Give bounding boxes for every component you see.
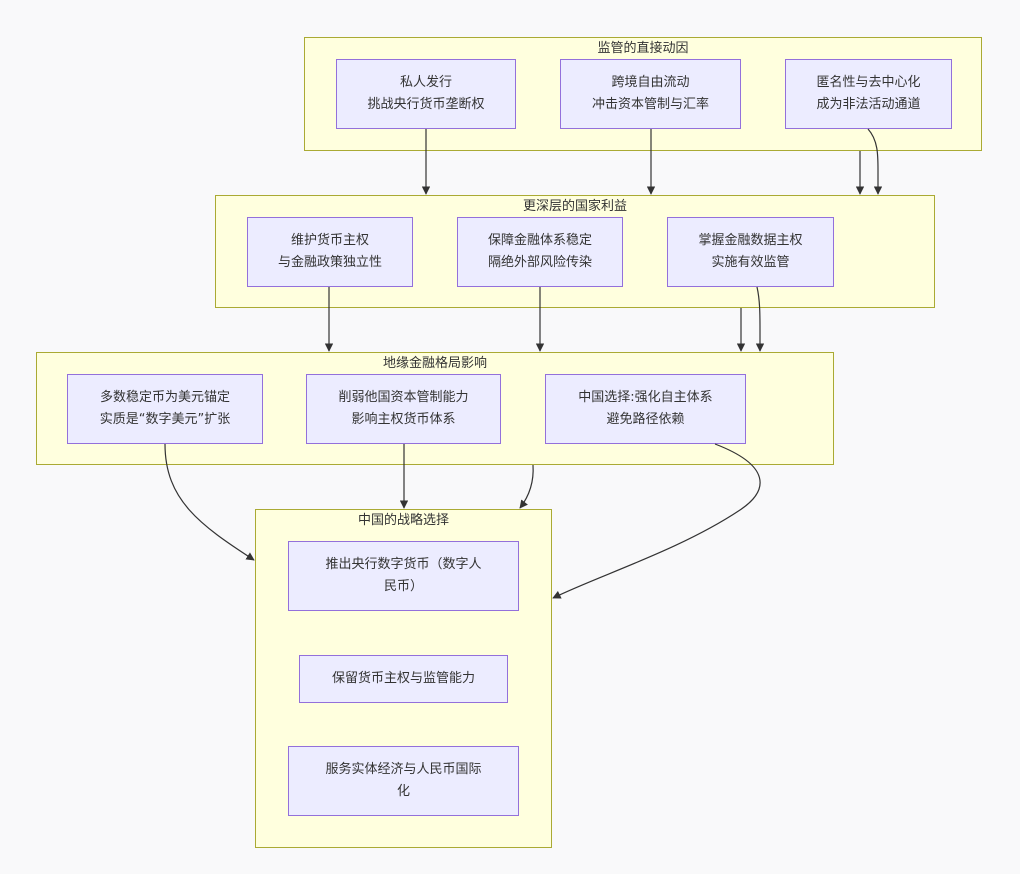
node-label: 跨境自由流动 冲击资本管制与汇率 xyxy=(591,75,709,112)
edge-arrow xyxy=(519,464,534,509)
cluster-title: 监管的直接动因 xyxy=(597,41,689,56)
node-label: 削弱他国资本管制能力 影响主权货币体系 xyxy=(338,390,469,427)
cluster-title: 中国的战略选择 xyxy=(357,513,449,528)
node-label: 保留货币主权与监管能力 xyxy=(331,671,475,686)
node-financial-stability: 保障金融体系稳定 隔绝外部风险传染 xyxy=(457,217,623,287)
node-label: 推出央行数字货币（数字人 民币） xyxy=(325,557,482,594)
node-serve-real-economy: 服务实体经济与人民币国际 化 xyxy=(288,746,519,816)
node-dollar-stablecoins: 多数稳定币为美元锚定 实质是“数字美元”扩张 xyxy=(67,374,263,444)
node-launch-ecny: 推出央行数字货币（数字人 民币） xyxy=(288,541,519,611)
node-label: 私人发行 挑战央行货币垄断权 xyxy=(367,75,485,112)
node-label: 服务实体经济与人民币国际 化 xyxy=(325,762,482,799)
cluster-title: 地缘金融格局影响 xyxy=(382,356,487,371)
node-monetary-sovereignty: 维护货币主权 与金融政策独立性 xyxy=(247,217,413,287)
cluster-title: 更深层的国家利益 xyxy=(522,199,627,214)
node-private-issuance: 私人发行 挑战央行货币垄断权 xyxy=(336,59,516,129)
node-label: 多数稳定币为美元锚定 实质是“数字美元”扩张 xyxy=(99,390,231,427)
node-data-sovereignty: 掌握金融数据主权 实施有效监管 xyxy=(667,217,834,287)
node-retain-sovereignty: 保留货币主权与监管能力 xyxy=(299,655,508,703)
edge-arrow xyxy=(552,443,761,599)
node-label: 掌握金融数据主权 实施有效监管 xyxy=(698,233,803,270)
node-label: 保障金融体系稳定 隔绝外部风险传染 xyxy=(487,233,592,270)
node-label: 维护货币主权 与金融政策独立性 xyxy=(277,233,382,270)
node-cross-border-flow: 跨境自由流动 冲击资本管制与汇率 xyxy=(560,59,741,129)
node-china-choice: 中国选择:强化自主体系 避免路径依赖 xyxy=(545,374,746,444)
node-label: 匿名性与去中心化 成为非法活动通道 xyxy=(816,75,921,112)
node-weaken-capital-controls: 削弱他国资本管制能力 影响主权货币体系 xyxy=(306,374,501,444)
node-anonymity-decentralization: 匿名性与去中心化 成为非法活动通道 xyxy=(785,59,952,129)
node-label: 中国选择:强化自主体系 避免路径依赖 xyxy=(578,390,713,427)
